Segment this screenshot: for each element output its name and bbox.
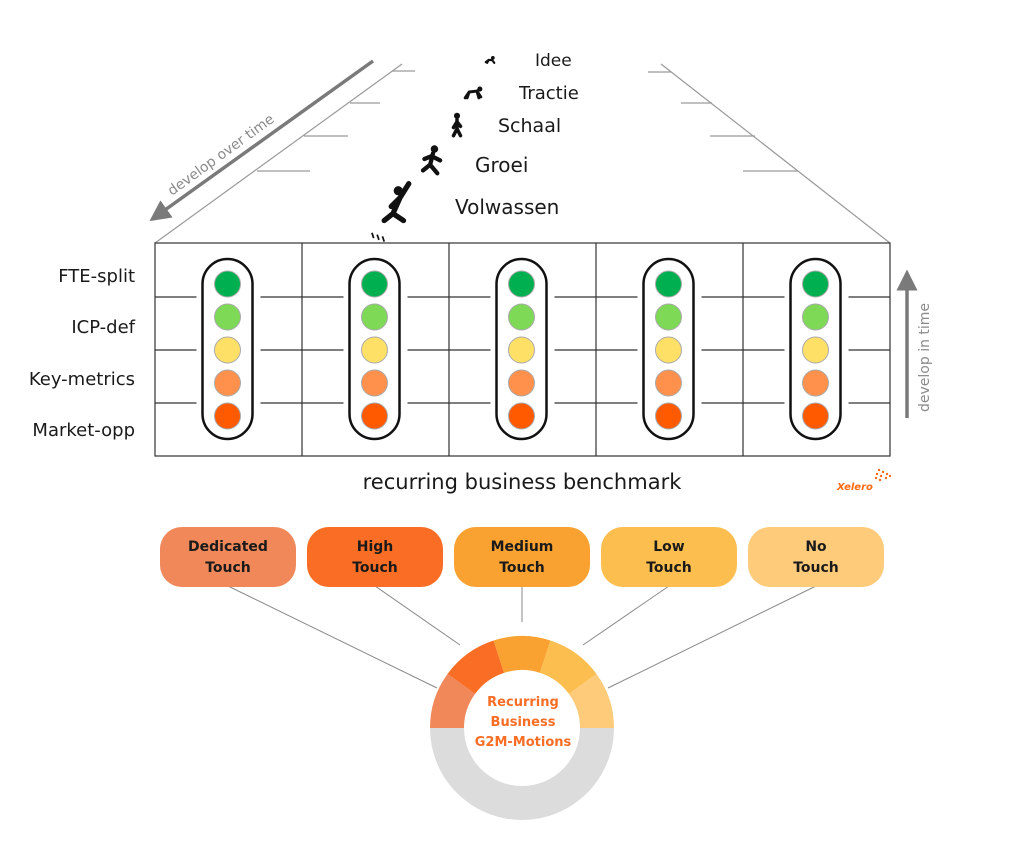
traffic-light <box>642 257 695 441</box>
light-bulb <box>802 402 829 430</box>
motion-box-bg <box>307 527 443 587</box>
light-bulb <box>508 303 535 331</box>
donut-label-line1: Recurring <box>487 695 559 710</box>
motion-label-line1: Medium <box>491 539 554 555</box>
running-person-icon <box>420 145 443 176</box>
connector-line <box>374 585 461 646</box>
xelero-logo: Xelero <box>836 468 892 493</box>
light-bulb <box>214 270 241 298</box>
light-bulb <box>214 402 241 430</box>
develop-over-time-arrow: develop over time <box>149 59 375 222</box>
stage-label: Volwassen <box>455 195 559 219</box>
develop-in-time-label: develop in time <box>917 303 933 412</box>
light-bulb <box>802 369 829 397</box>
traffic-light <box>789 257 842 441</box>
light-bulb <box>655 303 682 331</box>
donut-motion-segment <box>493 636 551 673</box>
motion-label-line1: Dedicated <box>188 539 268 555</box>
light-bulb <box>361 270 388 298</box>
motion-label-line1: Low <box>653 539 685 555</box>
light-bulb <box>508 336 535 364</box>
perspective-right <box>648 63 891 244</box>
connector-line <box>607 585 817 689</box>
perspective-left <box>154 63 415 244</box>
logo-text: Xelero <box>836 482 873 493</box>
donut-motion-segment <box>429 673 476 728</box>
jumping-person-icon <box>371 181 412 242</box>
row-label: Market-opp <box>32 420 135 441</box>
motion-label-line2: Touch <box>793 560 839 576</box>
light-bulb <box>214 336 241 364</box>
stage-label: Schaal <box>498 115 561 137</box>
light-bulb <box>655 270 682 298</box>
row-label: FTE-split <box>58 266 135 287</box>
light-bulb <box>655 402 682 430</box>
light-bulb <box>802 270 829 298</box>
motion-box-bg <box>160 527 296 587</box>
donut-motion-segment <box>447 640 505 694</box>
light-bulb <box>508 270 535 298</box>
stage-label: Tractie <box>518 83 579 104</box>
row-label: ICP-def <box>71 317 135 338</box>
motion-connectors <box>227 585 817 689</box>
benchmark-label: recurring business benchmark <box>363 470 683 494</box>
motion-label-line1: No <box>805 539 827 555</box>
benchmark-grid <box>154 242 891 457</box>
walking-person-icon <box>451 112 463 138</box>
donut-center-label: Recurring Business G2M-Motions <box>475 695 572 750</box>
light-bulb <box>361 336 388 364</box>
donut-motion-segment <box>539 640 597 694</box>
row-label: Key-metrics <box>29 369 135 390</box>
motion-label-line2: Touch <box>646 560 692 576</box>
crawling-baby-icon <box>484 55 496 64</box>
light-bulb <box>802 336 829 364</box>
light-bulb <box>361 369 388 397</box>
traffic-lights <box>201 257 842 441</box>
light-bulb <box>361 402 388 430</box>
motion-box-bg <box>748 527 884 587</box>
stage-label: Groei <box>475 153 528 177</box>
g2m-donut <box>429 636 614 820</box>
donut-label-line2: Business <box>491 715 556 730</box>
develop-in-time-arrow: develop in time <box>896 269 933 418</box>
motion-label-line2: Touch <box>205 560 251 576</box>
connector-line <box>582 585 670 646</box>
motion-boxes: DedicatedTouchHighTouchMediumTouchLowTou… <box>160 527 884 587</box>
light-bulb <box>214 369 241 397</box>
light-bulb <box>508 369 535 397</box>
donut-remainder-segment <box>430 728 614 820</box>
traffic-light <box>495 257 548 441</box>
light-bulb <box>655 336 682 364</box>
light-bulb <box>508 402 535 430</box>
traffic-light <box>201 257 254 441</box>
light-bulb <box>655 369 682 397</box>
stage-label: Idee <box>535 51 572 71</box>
develop-over-time-label: develop over time <box>165 111 278 199</box>
light-bulb <box>361 303 388 331</box>
motion-label-line2: Touch <box>499 560 545 576</box>
light-bulb <box>802 303 829 331</box>
connector-line <box>227 585 438 689</box>
logo-rays-icon <box>874 468 892 482</box>
motion-box-bg <box>454 527 590 587</box>
light-bulb <box>214 303 241 331</box>
motion-label-line2: Touch <box>352 560 398 576</box>
traffic-light <box>348 257 401 441</box>
motion-box-bg <box>601 527 737 587</box>
donut-motion-segment <box>568 673 614 728</box>
crawling-person-icon <box>463 86 483 100</box>
motion-label-line1: High <box>357 539 394 555</box>
donut-label-line3: G2M-Motions <box>475 735 572 750</box>
